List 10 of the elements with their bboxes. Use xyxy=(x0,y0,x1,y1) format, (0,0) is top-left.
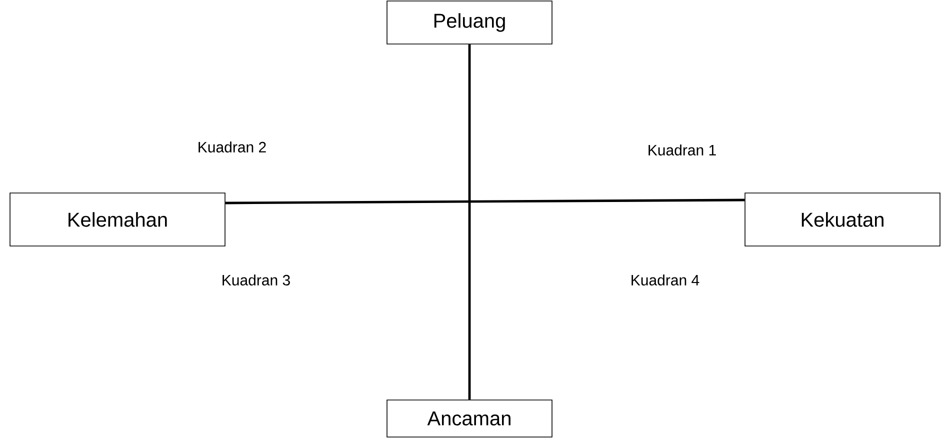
label-box: Peluang xyxy=(386,0,552,44)
connector-line xyxy=(468,44,471,400)
label-box: Kekuatan xyxy=(744,192,940,246)
quadrant-label: Kuadran 4 xyxy=(632,274,700,286)
connector-line xyxy=(225,198,745,204)
quadrant-label: Kuadran 2 xyxy=(198,141,266,152)
quadrant-label: Kuadran 1 xyxy=(648,144,716,156)
label-box: Ancaman xyxy=(386,400,552,438)
quadrant-label: Kuadran 3 xyxy=(222,274,290,286)
label-box: Kelemahan xyxy=(10,192,226,246)
